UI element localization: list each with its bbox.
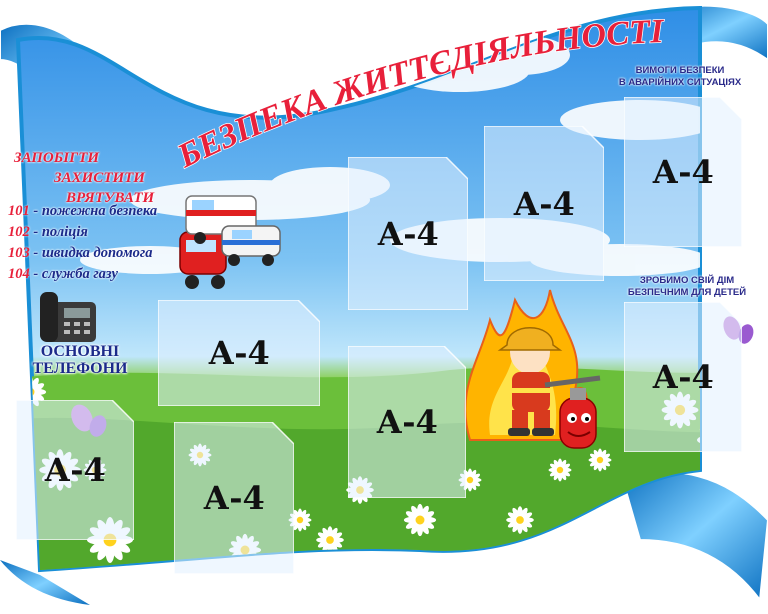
- emergency-text: - поліція: [33, 224, 88, 240]
- daisy-icon: [316, 526, 344, 554]
- daisy-icon: [506, 506, 534, 534]
- fire-truck-icon: [179, 231, 227, 289]
- ribbon-bottom-right: [618, 468, 768, 603]
- firefighter-icon: [497, 327, 601, 436]
- a4-pocket-label: А-4: [203, 479, 265, 517]
- emergency-text: - служба газу: [33, 266, 118, 282]
- emergency-row: 104 - служба газу: [8, 264, 157, 285]
- emergency-number: 104: [8, 266, 30, 282]
- emergency-number: 101: [8, 203, 30, 219]
- a4-pocket: А-4: [174, 422, 294, 574]
- a4-pocket: А-4: [16, 400, 134, 540]
- home-caption-line: ЗРОБИМО СВІЙ ДІМ: [639, 275, 735, 286]
- slogan-line: ЗАХИСТИТИ: [54, 170, 145, 186]
- emergency-text: - швидка допомога: [33, 245, 153, 261]
- daisy-icon: [132, 572, 169, 609]
- a4-pocket-label: А-4: [652, 358, 714, 396]
- a4-pocket-label: А-4: [652, 153, 714, 191]
- phones-caption: ОСНОВНІ ТЕЛЕФОНИ: [20, 343, 140, 377]
- telephone-icon: [40, 292, 96, 342]
- emergency-row: 102 - поліція: [8, 222, 157, 243]
- home-caption-line: БЕЗПЕЧНИМ ДЛЯ ДЕТЕЙ: [627, 287, 747, 298]
- daisy-icon: [403, 503, 437, 537]
- a4-pocket: А-4: [624, 97, 742, 247]
- fire-extinguisher-icon: [559, 388, 597, 449]
- emergency-row: 103 - швидка допомога: [8, 243, 157, 264]
- slogan-line: ВРЯТУВАТИ: [66, 190, 155, 206]
- a4-pocket: А-4: [624, 302, 742, 452]
- a4-pocket: А-4: [484, 126, 604, 281]
- a4-pocket-label: А-4: [376, 403, 438, 441]
- a4-pocket-label: А-4: [377, 214, 439, 253]
- phones-caption-line: ОСНОВНІ: [40, 343, 120, 360]
- daisy-icon: [588, 448, 612, 472]
- a4-pocket: А-4: [158, 300, 320, 406]
- emergency-text: - пожежна безпека: [33, 203, 158, 219]
- requirements-caption-line: ВИМОГИ БЕЗПЕКИ: [635, 65, 725, 76]
- a4-pocket-label: А-4: [44, 451, 106, 489]
- a4-pocket-label: А-4: [208, 334, 270, 372]
- slogan-line: ЗАПОБІГТИ: [14, 150, 100, 166]
- requirements-caption: ВИМОГИ БЕЗПЕКИ В АВАРІЙНИХ СИТУАЦІЯХ: [600, 65, 760, 89]
- ribbon-bottom-left: [0, 560, 90, 605]
- slogan: ЗАПОБІГТИ ЗАХИСТИТИ ВРЯТУВАТИ: [14, 148, 154, 208]
- emergency-row: 101 - пожежна безпека: [8, 201, 157, 222]
- a4-pocket: А-4: [348, 346, 466, 498]
- a4-pocket-label: А-4: [513, 184, 575, 223]
- daisy-icon: [548, 458, 572, 482]
- emergency-numbers: 101 - пожежна безпека 102 - поліція 103 …: [8, 201, 157, 285]
- police-car-icon: [221, 225, 281, 266]
- emergency-number: 102: [8, 224, 30, 240]
- phones-caption-line: ТЕЛЕФОНИ: [32, 360, 128, 377]
- a4-pocket: А-4: [348, 157, 468, 310]
- emergency-number: 103: [8, 245, 30, 261]
- requirements-caption-line: В АВАРІЙНИХ СИТУАЦІЯХ: [618, 77, 742, 88]
- home-caption: ЗРОБИМО СВІЙ ДІМ БЕЗПЕЧНИМ ДЛЯ ДЕТЕЙ: [612, 275, 762, 299]
